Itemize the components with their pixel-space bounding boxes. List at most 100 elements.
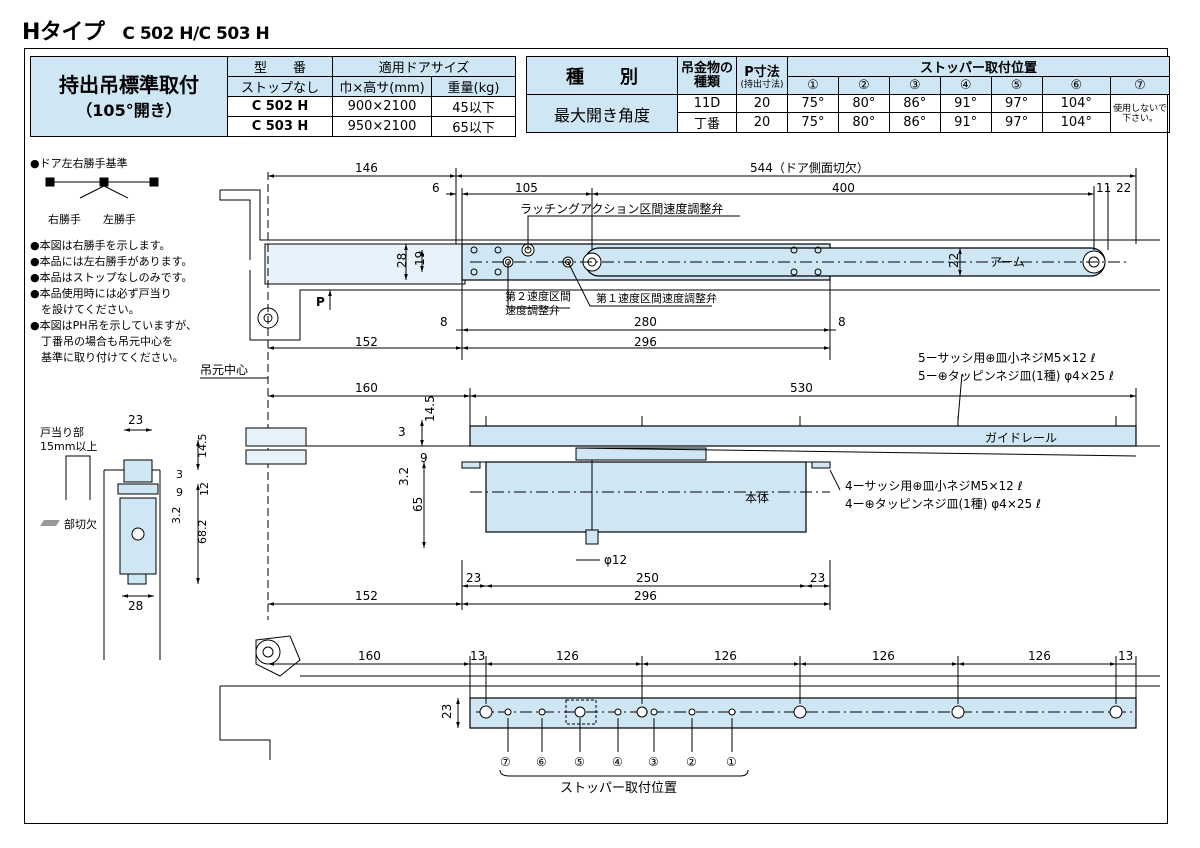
pos-5: ⑤ xyxy=(990,76,1043,95)
spec-main-sub: （105°開き） xyxy=(76,100,182,120)
angle-6: 104° xyxy=(1041,112,1112,133)
note-item: ●本図は右勝手を示します。 xyxy=(30,239,171,252)
row-size: 900×2100 xyxy=(332,96,432,117)
dim-13a: 13 xyxy=(470,649,485,663)
bottom-view xyxy=(219,635,1160,777)
dim-160: 160 xyxy=(355,381,378,395)
pos-4: ④ xyxy=(939,76,992,95)
stop-label: ストップなし xyxy=(227,76,333,97)
note-item: 丁番吊の場合も吊元中心を xyxy=(30,335,173,348)
marker-5: ⑤ xyxy=(574,755,585,769)
dim-126a: 126 xyxy=(556,649,579,663)
dim-8a: 8 xyxy=(440,315,448,329)
dim-296b: 296 xyxy=(634,589,657,603)
pos-1: ① xyxy=(787,76,839,95)
dim-p: P xyxy=(316,295,325,309)
stop-title-a: 戸当り部 xyxy=(40,425,84,439)
dim-11: 11 xyxy=(1096,181,1111,195)
col-model: 型 番 xyxy=(227,56,333,77)
notes: ●ドア左右勝手基準 右勝手左勝手 ●本図は右勝手を示します。 ●本品には左右勝手… xyxy=(30,156,197,366)
pivot-center-label: 吊元中心 xyxy=(200,362,248,377)
left-hand-label: 左勝手 xyxy=(103,213,136,226)
dim-9-section: 9 xyxy=(176,486,183,499)
col-hanger-type: 吊金物の種類 xyxy=(677,56,737,95)
dim-250: 250 xyxy=(636,571,659,585)
pos-7: ⑦ xyxy=(1110,76,1170,95)
dim-544: 544（ドア側面切欠） xyxy=(750,160,869,175)
dim-3-section: 3 xyxy=(176,468,183,481)
dim-23-bottom: 23 xyxy=(440,704,454,719)
col-p-dim: P寸法 (持出寸法) xyxy=(736,56,788,95)
note-item: ●本品使用時には必ず戸当り xyxy=(30,287,172,300)
dim-8b: 8 xyxy=(838,315,846,329)
top-view xyxy=(200,168,1160,620)
speed1-label: 第１速度区間速度調整弁 xyxy=(596,291,717,305)
dim-296: 296 xyxy=(634,335,657,349)
angle-1: 75° xyxy=(787,112,839,133)
dim-152b: 152 xyxy=(355,589,378,603)
title-type: Hタイプ xyxy=(22,20,105,45)
note-item: 基準に取り付けてください。 xyxy=(30,351,184,364)
row-p: 20 xyxy=(736,112,788,133)
pos-2: ② xyxy=(837,76,890,95)
note-item: を設けてください。 xyxy=(30,303,140,316)
table-row: C 503 H 950×2100 65以下 xyxy=(31,116,516,137)
dim-phi12: φ12 xyxy=(604,553,627,567)
page-title: Hタイプ C 502 H/C 503 H xyxy=(22,14,270,46)
dim-14-5-section: 14.5 xyxy=(196,434,209,459)
dim-146: 146 xyxy=(355,161,378,175)
body-label: 本体 xyxy=(745,491,769,505)
speed2-label-b: 速度調整弁 xyxy=(505,303,560,317)
bottom-view-labels: 160 13 126 126 126 126 13 23 ⑦ ⑥ ⑤ ④ ③ ②… xyxy=(358,649,1133,796)
dim-530: 530 xyxy=(790,381,813,395)
dim-19: 19 xyxy=(413,251,427,266)
marker-6: ⑥ xyxy=(536,755,547,769)
hand-symbol-icon xyxy=(45,177,159,199)
dim-3-2: 3.2 xyxy=(397,467,411,486)
dim-9: 9 xyxy=(420,451,428,465)
dim-126b: 126 xyxy=(714,649,737,663)
dim-400: 400 xyxy=(832,181,855,195)
title-models: C 502 H/C 503 H xyxy=(122,24,270,44)
row-type: 丁番 xyxy=(677,112,737,133)
dim-65: 65 xyxy=(411,497,425,512)
dim-12-section: 12 xyxy=(198,482,211,496)
arm-label: アーム xyxy=(990,255,1025,269)
table-row: 最大開き角度 11D 20 75° 80° 86° 91° 97° 104° 使… xyxy=(526,94,1170,133)
row-weight: 65以下 xyxy=(431,116,516,137)
angle-2: 80° xyxy=(837,112,890,133)
col-width-height: 巾×高サ(mm) xyxy=(332,76,432,97)
row-type: 11D xyxy=(677,94,737,113)
hand-labels: 右勝手左勝手 xyxy=(30,212,197,228)
dim-3: 3 xyxy=(398,425,406,439)
dim-13b: 13 xyxy=(1118,649,1133,663)
screw-label-a2: 5ー⊕タッピンネジ皿(1種) φ4×25 ℓ xyxy=(918,369,1114,383)
angle-1: 75° xyxy=(787,94,839,113)
col-kind: 種 別 xyxy=(526,56,678,95)
screw-label-b2: 4ー⊕タッピンネジ皿(1種) φ4×25 ℓ xyxy=(845,497,1041,511)
side-view-labels: 160 530 5ーサッシ用⊕皿小ネジM5×12 ℓ 5ー⊕タッピンネジ皿(1種… xyxy=(355,351,1114,603)
row-model: C 503 H xyxy=(227,116,333,137)
hand-title: ●ドア左右勝手基準 xyxy=(30,157,128,170)
dim-23a: 23 xyxy=(466,571,481,585)
col-door-size: 適用ドアサイズ xyxy=(332,56,516,77)
section-view xyxy=(40,428,200,660)
latching-valve-label: ラッチングアクション区間速度調整弁 xyxy=(520,201,723,216)
col-weight: 重量(kg) xyxy=(431,76,516,97)
p-dim-sub: (持出寸法) xyxy=(740,80,784,90)
note-item: ●本品には左右勝手があります。 xyxy=(30,255,193,268)
dim-23-section: 23 xyxy=(128,413,143,427)
stop-title-b: 15mm以上 xyxy=(40,440,97,453)
dim-3-2-section: 3.2 xyxy=(170,507,183,525)
marker-1: ① xyxy=(726,755,737,769)
dim-14-5: 14.5 xyxy=(423,395,437,422)
col-stopper-position: ストッパー取付位置 xyxy=(787,56,1170,77)
marker-7: ⑦ xyxy=(500,755,511,769)
dim-28: 28 xyxy=(395,253,409,268)
marker-2: ② xyxy=(686,755,697,769)
dim-22b: 22 xyxy=(947,253,961,268)
speed2-label-a: 第２速度区間 xyxy=(505,289,571,303)
drawing-frame xyxy=(24,48,1168,824)
dim-280: 280 xyxy=(634,315,657,329)
